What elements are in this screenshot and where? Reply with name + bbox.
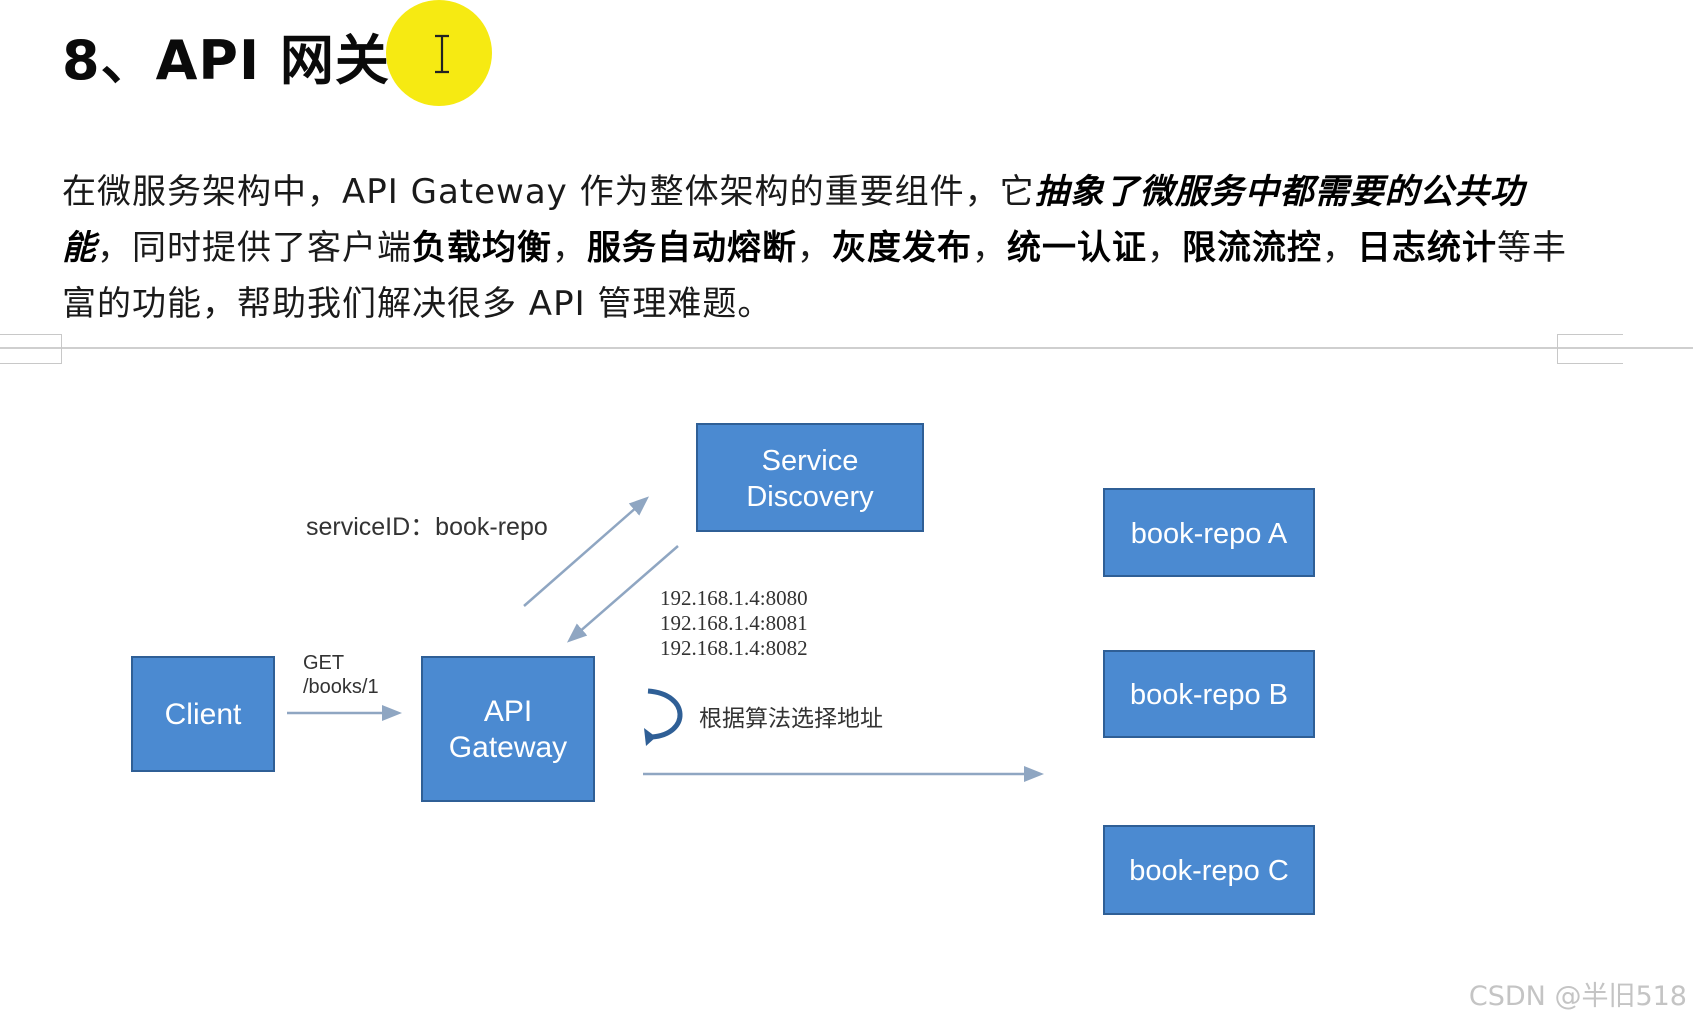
service-discovery-label-line1: Service: [762, 445, 859, 477]
left-margin-marker: [0, 334, 62, 364]
intro-separator: ，: [797, 228, 832, 268]
book-repo-a-label: book-repo A: [1131, 518, 1288, 550]
right-margin-marker: [1557, 334, 1623, 364]
text-cursor-icon: [435, 34, 449, 74]
api-gateway-label-line1: API: [484, 695, 532, 728]
cursor-highlight: [386, 0, 492, 106]
api-gateway-label-line2: Gateway: [449, 731, 567, 764]
service-discovery-label-line2: Discovery: [746, 481, 874, 513]
intro-emphasis: 抽象了微服务中都需要的公共功能: [62, 172, 1525, 268]
arrow-discovery-to-gateway: [566, 545, 679, 643]
feature-gray-release: 灰度发布: [832, 228, 972, 268]
watermark: CSDN @半旧518: [1468, 981, 1687, 1012]
book-repo-c-label: book-repo C: [1129, 855, 1289, 887]
client-box: Client: [131, 656, 275, 772]
intro-separator: ，: [1322, 228, 1357, 268]
feature-unified-auth: 统一认证: [1007, 228, 1147, 268]
api-gateway-box: API Gateway: [421, 656, 595, 802]
feature-log-statistics: 日志统计: [1357, 228, 1497, 268]
intro-paragraph: 在微服务架构中，API Gateway 作为整体架构的重要组件，它抽象了微服务中…: [62, 164, 1582, 332]
page-title: 8、API 网关: [62, 29, 390, 92]
book-repo-b-label: book-repo B: [1130, 679, 1288, 711]
address-label-2: 192.168.1.4:8081: [660, 611, 808, 635]
book-repo-a-box: book-repo A: [1103, 488, 1315, 577]
feature-rate-limiting: 限流流控: [1182, 228, 1322, 268]
page-divider: [0, 347, 1693, 349]
arrow-gateway-to-discovery: [523, 496, 650, 607]
book-repo-b-box: book-repo B: [1103, 650, 1315, 738]
intro-separator: ，: [552, 228, 587, 268]
client-label: Client: [165, 698, 242, 731]
intro-separator: ，: [972, 228, 1007, 268]
intro-text: 等丰富的功能，帮助我们解决很多 API 管理难题。: [62, 228, 1567, 324]
service-discovery-box: Service Discovery: [696, 423, 924, 532]
intro-text: ，同时提供了客户端: [97, 228, 412, 268]
feature-load-balancing: 负载均衡: [412, 228, 552, 268]
intro-separator: ，: [1147, 228, 1182, 268]
intro-text: 在微服务架构中，API Gateway 作为整体架构的重要组件，它: [62, 172, 1035, 212]
loop-arrow-icon: [644, 688, 683, 746]
request-method-label: GET: [303, 652, 344, 674]
request-path-label: /books/1: [303, 676, 379, 698]
book-repo-c-box: book-repo C: [1103, 825, 1315, 915]
address-label-1: 192.168.1.4:8080: [660, 586, 808, 610]
select-address-label: 根据算法选择地址: [699, 706, 883, 732]
feature-circuit-breaker: 服务自动熔断: [587, 228, 797, 268]
address-label-3: 192.168.1.4:8082: [660, 636, 808, 660]
service-id-label: serviceID：book-repo: [306, 513, 548, 541]
